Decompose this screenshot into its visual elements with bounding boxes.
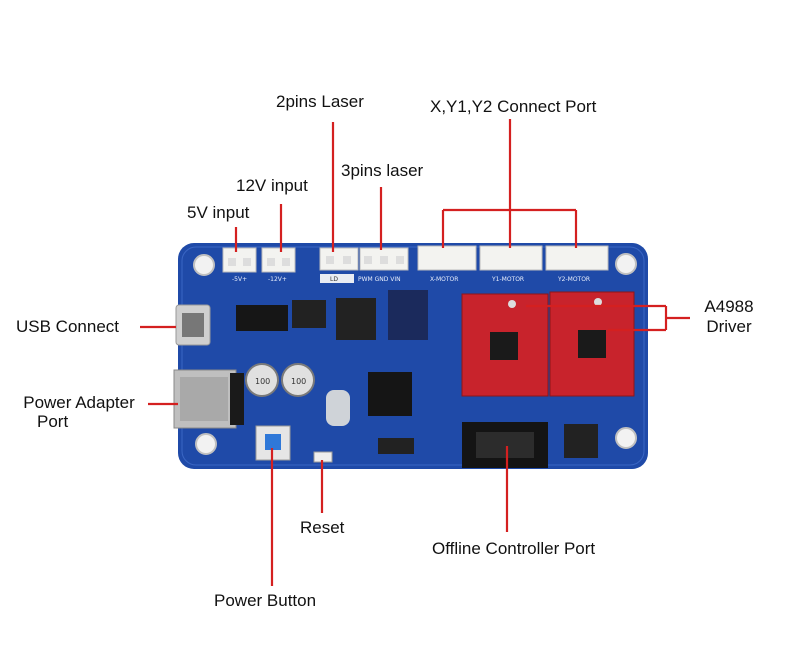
small-header [378, 438, 414, 454]
silk-y1-motor: Y1-MOTOR [491, 276, 524, 283]
label-3pins-laser: 3pins laser [341, 161, 424, 180]
pin-header-right [564, 424, 598, 458]
leader-lines [140, 119, 690, 586]
label-a4988-line2: Driver [706, 317, 752, 336]
label-5v-input: 5V input [187, 203, 250, 222]
label-usb-connect: USB Connect [16, 317, 119, 336]
label-2pins-laser: 2pins Laser [276, 92, 364, 111]
ic-regulator [236, 305, 288, 331]
connector-x-motor [417, 245, 477, 271]
offline-controller-connector [462, 422, 548, 468]
connector-3pin-laser [359, 247, 409, 271]
usb-port [175, 304, 211, 346]
label-a4988-driver: A4988 Driver [694, 297, 764, 337]
cap1-text: 100 [255, 377, 270, 386]
silk-y2-motor: Y2-MOTOR [557, 276, 590, 283]
mounting-holes [193, 253, 637, 455]
connector-12v [261, 247, 296, 273]
label-power-adapter-line1: Power Adapter [23, 393, 135, 412]
crystal [326, 390, 350, 426]
ic-mosfet-1 [292, 300, 326, 328]
label-power-button: Power Button [214, 591, 317, 610]
capacitor-2: 100 [281, 363, 315, 397]
connector-y1-motor [479, 245, 543, 271]
label-offline-controller-port: Offline Controller Port [432, 539, 596, 558]
label-xyy-connect-port: X,Y1,Y2 Connect Port [430, 97, 597, 116]
capacitor-1: 100 [245, 363, 279, 397]
connector-2pin-laser [319, 247, 359, 271]
mcu-chip [368, 372, 412, 416]
ic-mosfet-2 [336, 298, 376, 340]
silk-pwm: PWM GND VIN [358, 276, 401, 283]
label-reset: Reset [300, 518, 345, 537]
cap2-text: 100 [291, 377, 306, 386]
connector-y2-motor [545, 245, 609, 271]
label-power-adapter-line2: Port [37, 412, 69, 431]
silk-x-motor: X-MOTOR [430, 276, 458, 283]
driver-a4988-2 [549, 291, 635, 397]
label-a4988-line1: A4988 [704, 297, 754, 316]
silk-ld: LD [330, 276, 338, 283]
silk-5v: -5V+ [232, 276, 247, 283]
driver-a4988-1 [461, 293, 549, 397]
resistor-array [388, 290, 428, 340]
label-12v-input: 12V input [236, 176, 308, 195]
silk-12v: -12V+ [268, 276, 287, 283]
power-adapter-jack [173, 369, 244, 429]
label-power-adapter-port: Power Adapter Port [10, 393, 148, 431]
connector-5v [222, 247, 257, 273]
